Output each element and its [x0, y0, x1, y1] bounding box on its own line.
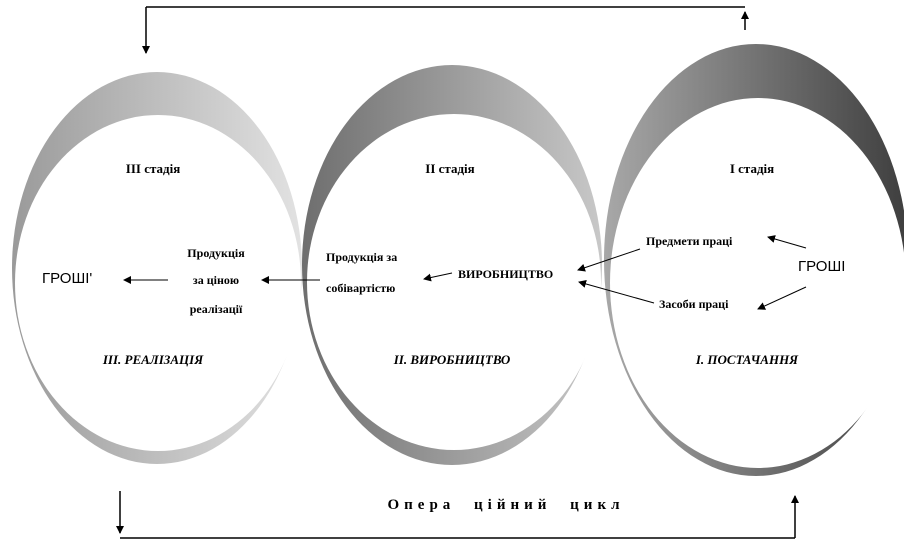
stage-3-title: ІІІ стадія [125, 161, 181, 176]
money-end-label: ГРОШІ' [42, 270, 93, 287]
stage-1-footer: І. ПОСТАЧАННЯ [695, 352, 799, 367]
arrow-money-to-objects [767, 235, 807, 249]
product-sale-line-2: за ціною [192, 273, 240, 287]
product-sale-line-3: реалізації [189, 302, 243, 316]
top-return-arrow [142, 6, 749, 54]
arrow-means-to-production [578, 280, 655, 304]
stage-1-ring [604, 44, 904, 476]
stage-2-ring [302, 65, 602, 465]
arrow-money-to-means [757, 286, 807, 310]
production-label: ВИРОБНИЦТВО [458, 267, 554, 281]
labor-objects-label: Предмети праці [646, 234, 733, 248]
stage-2-title: ІІ стадія [425, 161, 475, 176]
labor-means-label: Засоби праці [659, 297, 729, 311]
stage-3-footer: ІІІ. РЕАЛІЗАЦІЯ [102, 352, 204, 367]
stage-2-footer: ІІ. ВИРОБНИЦТВО [393, 352, 511, 367]
stage-3-ring [12, 72, 302, 464]
operating-cycle-label: Опера ційний цикл [387, 497, 625, 513]
product-cost-line-2: собівартістю [326, 281, 396, 295]
stage-1-title: І стадія [729, 161, 775, 176]
product-cost-line-1: Продукція за [326, 250, 398, 264]
arrow-objects-to-production [577, 248, 641, 272]
money-start-label: ГРОШІ [798, 258, 846, 275]
product-sale-line-1: Продукція [187, 246, 245, 260]
operating-cycle-bracket [116, 491, 799, 539]
arrow-production-to-cost [423, 272, 453, 282]
